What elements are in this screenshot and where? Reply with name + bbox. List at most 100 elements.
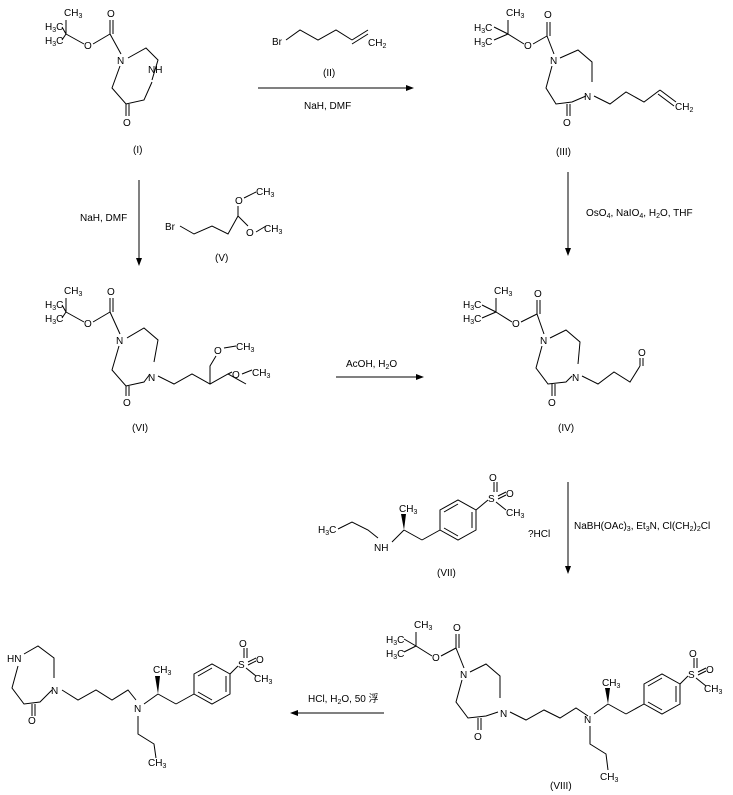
n-label: N — [51, 686, 58, 697]
label-I: (I) — [133, 145, 142, 156]
o-label: O — [123, 118, 131, 129]
n-label: N — [550, 56, 557, 67]
o-label: O — [232, 370, 240, 381]
o-label: O — [246, 228, 254, 239]
h3c-label: H3C — [474, 37, 492, 49]
arrow-5 — [565, 482, 571, 574]
n-label: N — [116, 336, 123, 347]
o-label: O — [432, 653, 440, 664]
compound-II: Br CH2 — [272, 29, 386, 50]
hn-label: HN — [7, 654, 21, 665]
ch3-label: CH3 — [254, 674, 272, 686]
br-label: Br — [272, 37, 283, 48]
label-III: (III) — [556, 147, 571, 158]
o-label: O — [28, 716, 36, 727]
compound-I: CH3 H3C H3C O O N NH O — [45, 8, 162, 129]
ch2-label: CH2 — [368, 38, 386, 50]
ch2-label: CH2 — [675, 102, 693, 114]
n-label: N — [584, 92, 591, 103]
o-label: O — [474, 732, 482, 743]
ch3-label: CH3 — [148, 758, 166, 770]
nh-label: NH — [374, 543, 388, 554]
ch3-label: CH3 — [256, 187, 274, 199]
ch3-label: CH3 — [264, 224, 282, 236]
arrow-3 — [136, 180, 142, 266]
condition-2: OsO4, NaIO4, H2O, THF — [586, 208, 693, 220]
compound-IV: CH3 H3C H3C O O N N O O — [463, 286, 646, 409]
label-VI: (VI) — [132, 423, 148, 434]
s-label: S — [238, 660, 245, 671]
o-label: O — [689, 649, 697, 660]
ch3-label: CH3 — [506, 508, 524, 520]
label-VII: (VII) — [437, 568, 456, 579]
nh-label: NH — [148, 65, 162, 76]
o-label: O — [506, 489, 514, 500]
o-label: O — [239, 639, 247, 650]
label-V: (V) — [215, 253, 228, 264]
n-label: N — [148, 373, 155, 384]
ch3-label: CH3 — [494, 286, 512, 298]
o-label: O — [107, 287, 115, 298]
o-label: O — [544, 10, 552, 21]
compound-VI: CH3 H3C H3C O O N N O O CH3 O CH3 — [45, 286, 270, 409]
ch3-label: CH3 — [600, 772, 618, 784]
condition-6: HCl, H2O, 50 浮 — [308, 693, 379, 706]
n-label: N — [500, 709, 507, 720]
h3c-label: H3C — [386, 635, 404, 647]
condition-1: NaH, DMF — [304, 101, 351, 112]
arrow-2 — [565, 172, 571, 256]
o-label: O — [548, 398, 556, 409]
ch3-label: CH3 — [506, 8, 524, 20]
arrow-6 — [290, 710, 384, 716]
o-label: O — [638, 348, 646, 359]
o-label: O — [235, 196, 243, 207]
s-label: S — [688, 670, 695, 681]
ch3-label: CH3 — [153, 665, 171, 677]
condition-5: NaBH(OAc)3, Et3N, Cl(CH2)2Cl — [574, 521, 710, 533]
ch3-label: CH3 — [252, 368, 270, 380]
compound-VII: H3C NH CH3 S O O CH3 ?HCl — [318, 473, 550, 554]
n-label: N — [134, 704, 141, 715]
condition-4: AcOH, H2O — [346, 359, 397, 371]
o-label: O — [107, 9, 115, 20]
arrow-4 — [336, 374, 424, 380]
label-VIII: (VIII) — [550, 781, 572, 792]
n-label: N — [572, 373, 579, 384]
h3c-label: H3C — [45, 314, 63, 326]
o-label: O — [534, 289, 542, 300]
h3c-label: H3C — [463, 300, 481, 312]
compound-III: CH3 H3C H3C O O N N O CH2 — [474, 8, 693, 129]
h3c-label: H3C — [45, 300, 63, 312]
ch3-label: CH3 — [602, 678, 620, 690]
o-label: O — [706, 665, 714, 676]
o-label: O — [84, 41, 92, 52]
o-label: O — [214, 346, 222, 357]
ch3-label: CH3 — [64, 286, 82, 298]
hcl-salt: ?HCl — [528, 529, 550, 540]
o-label: O — [453, 623, 461, 634]
compound-VIII: CH3 H3C H3C O O N N O N CH3 S O — [386, 620, 722, 784]
n-label: N — [460, 670, 467, 681]
compound-final: HN N O N CH3 S O O CH3 CH3 — [7, 639, 272, 770]
label-IV: (IV) — [558, 423, 574, 434]
h3c-label: H3C — [45, 22, 63, 34]
n-label: N — [540, 336, 547, 347]
o-label: O — [84, 319, 92, 330]
h3c-label: H3C — [463, 314, 481, 326]
ch3-label: CH3 — [414, 620, 432, 632]
n-label: N — [117, 56, 124, 67]
h3c-label: H3C — [45, 36, 63, 48]
br-label: Br — [165, 222, 176, 233]
o-label: O — [524, 41, 532, 52]
o-label: O — [256, 655, 264, 666]
o-label: O — [563, 118, 571, 129]
ch3-label: CH3 — [64, 8, 82, 20]
h3c-label: H3C — [318, 525, 336, 537]
condition-3: NaH, DMF — [80, 213, 127, 224]
o-label: O — [123, 398, 131, 409]
n-label: N — [584, 715, 591, 726]
o-label: O — [512, 319, 520, 330]
label-II: (II) — [323, 68, 335, 79]
ch3-label: CH3 — [704, 684, 722, 696]
